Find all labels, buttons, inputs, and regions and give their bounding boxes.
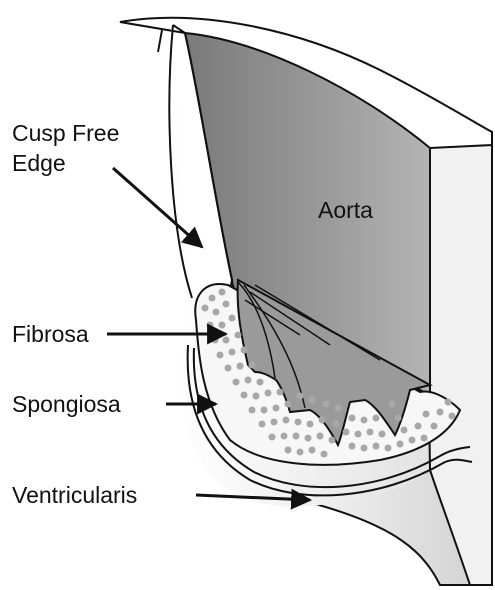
aorta-label: Aorta <box>318 196 373 224</box>
cusp-free-edge-label-line1: Cusp Free <box>12 118 119 148</box>
spongiosa-label: Spongiosa <box>12 390 121 418</box>
cusp-free-edge-label-line2: Edge <box>12 148 119 178</box>
cusp-free-edge-arrow <box>113 168 202 247</box>
cusp-free-edge-label: Cusp Free Edge <box>12 118 119 178</box>
fibrosa-label: Fibrosa <box>12 320 89 348</box>
ventricularis-label: Ventricularis <box>12 481 137 509</box>
